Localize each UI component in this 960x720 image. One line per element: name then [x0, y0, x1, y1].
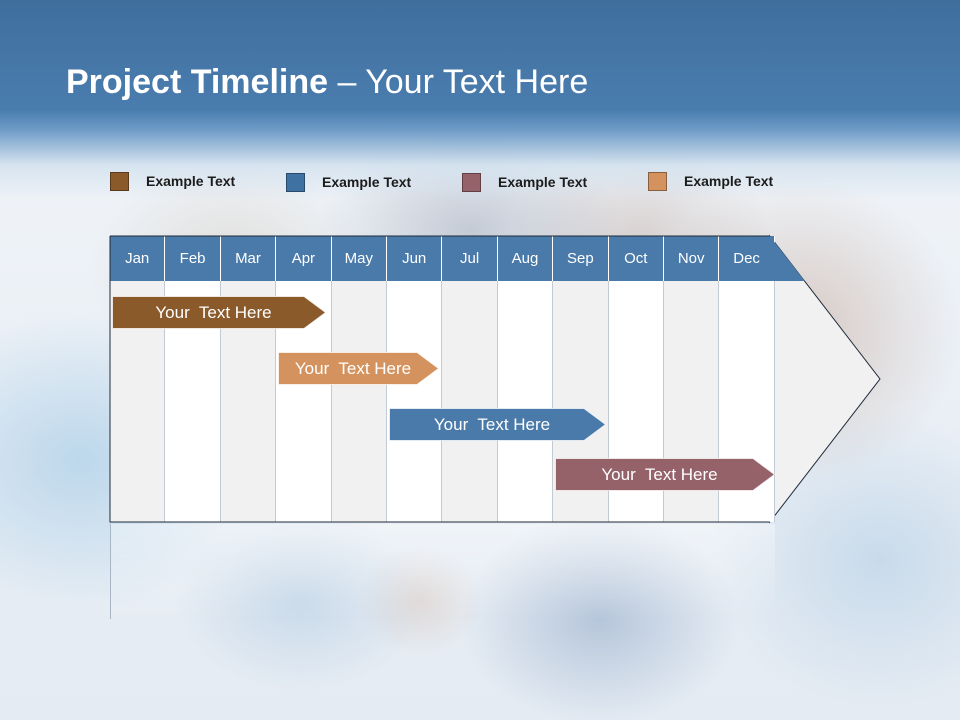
timeline-outline: [109, 235, 770, 523]
slide-title-rest: – Your Text Here: [328, 63, 589, 101]
slide-title: Project Timeline – Your Text Here: [66, 60, 588, 104]
task-arrow-1: Your Text Here: [112, 296, 326, 329]
legend-label: Example Text: [498, 174, 588, 190]
month-header: Aug: [497, 236, 554, 281]
legend-swatch: [648, 171, 667, 191]
month-header: Jun: [387, 236, 443, 281]
month-header: Jul: [442, 236, 498, 281]
month-header: Nov: [664, 236, 720, 281]
slide-title-bold: Project Timeline: [66, 63, 329, 101]
task-label: Your Text Here: [294, 358, 412, 378]
timeline-reflection: [110, 524, 775, 619]
legend-swatch: [462, 172, 481, 192]
month-column: [497, 281, 554, 522]
month-column: [331, 281, 387, 522]
task-label: Your Text Here: [601, 464, 718, 484]
task-arrow-3: Your Text Here: [389, 408, 606, 441]
legend-label: Example Text: [322, 174, 412, 190]
task-arrow-4: Your Text Here: [555, 458, 775, 491]
task-arrow-shape: [555, 458, 775, 491]
task-arrow-2: Your Text Here: [278, 352, 439, 385]
title-banner: [0, 0, 960, 200]
legend-item: Example Text: [648, 171, 773, 191]
task-arrow-shape: [278, 352, 439, 385]
legend-item: Example Text: [110, 171, 235, 191]
month-header: Feb: [165, 236, 221, 281]
month-header: May: [331, 236, 387, 281]
month-header: Sep: [553, 236, 609, 281]
task-arrow-shape: [112, 296, 326, 329]
month-column: [442, 281, 498, 522]
legend-label: Example Text: [684, 173, 774, 189]
task-label: Your Text Here: [433, 414, 551, 434]
legend-swatch: [110, 171, 129, 191]
task-label: Your Text Here: [155, 302, 272, 322]
header-arrow-tip: [769, 236, 805, 281]
legend-swatch: [286, 172, 305, 192]
month-header: Dec: [719, 236, 775, 281]
month-column: [387, 281, 443, 522]
month-header: Apr: [276, 236, 332, 281]
task-arrow-shape: [389, 408, 606, 441]
legend-item: Example Text: [286, 172, 411, 192]
month-header: Jan: [110, 236, 166, 281]
month-header: Oct: [608, 236, 664, 281]
month-header: Mar: [220, 236, 277, 281]
legend-item: Example Text: [462, 172, 587, 192]
legend-label: Example Text: [146, 173, 236, 189]
